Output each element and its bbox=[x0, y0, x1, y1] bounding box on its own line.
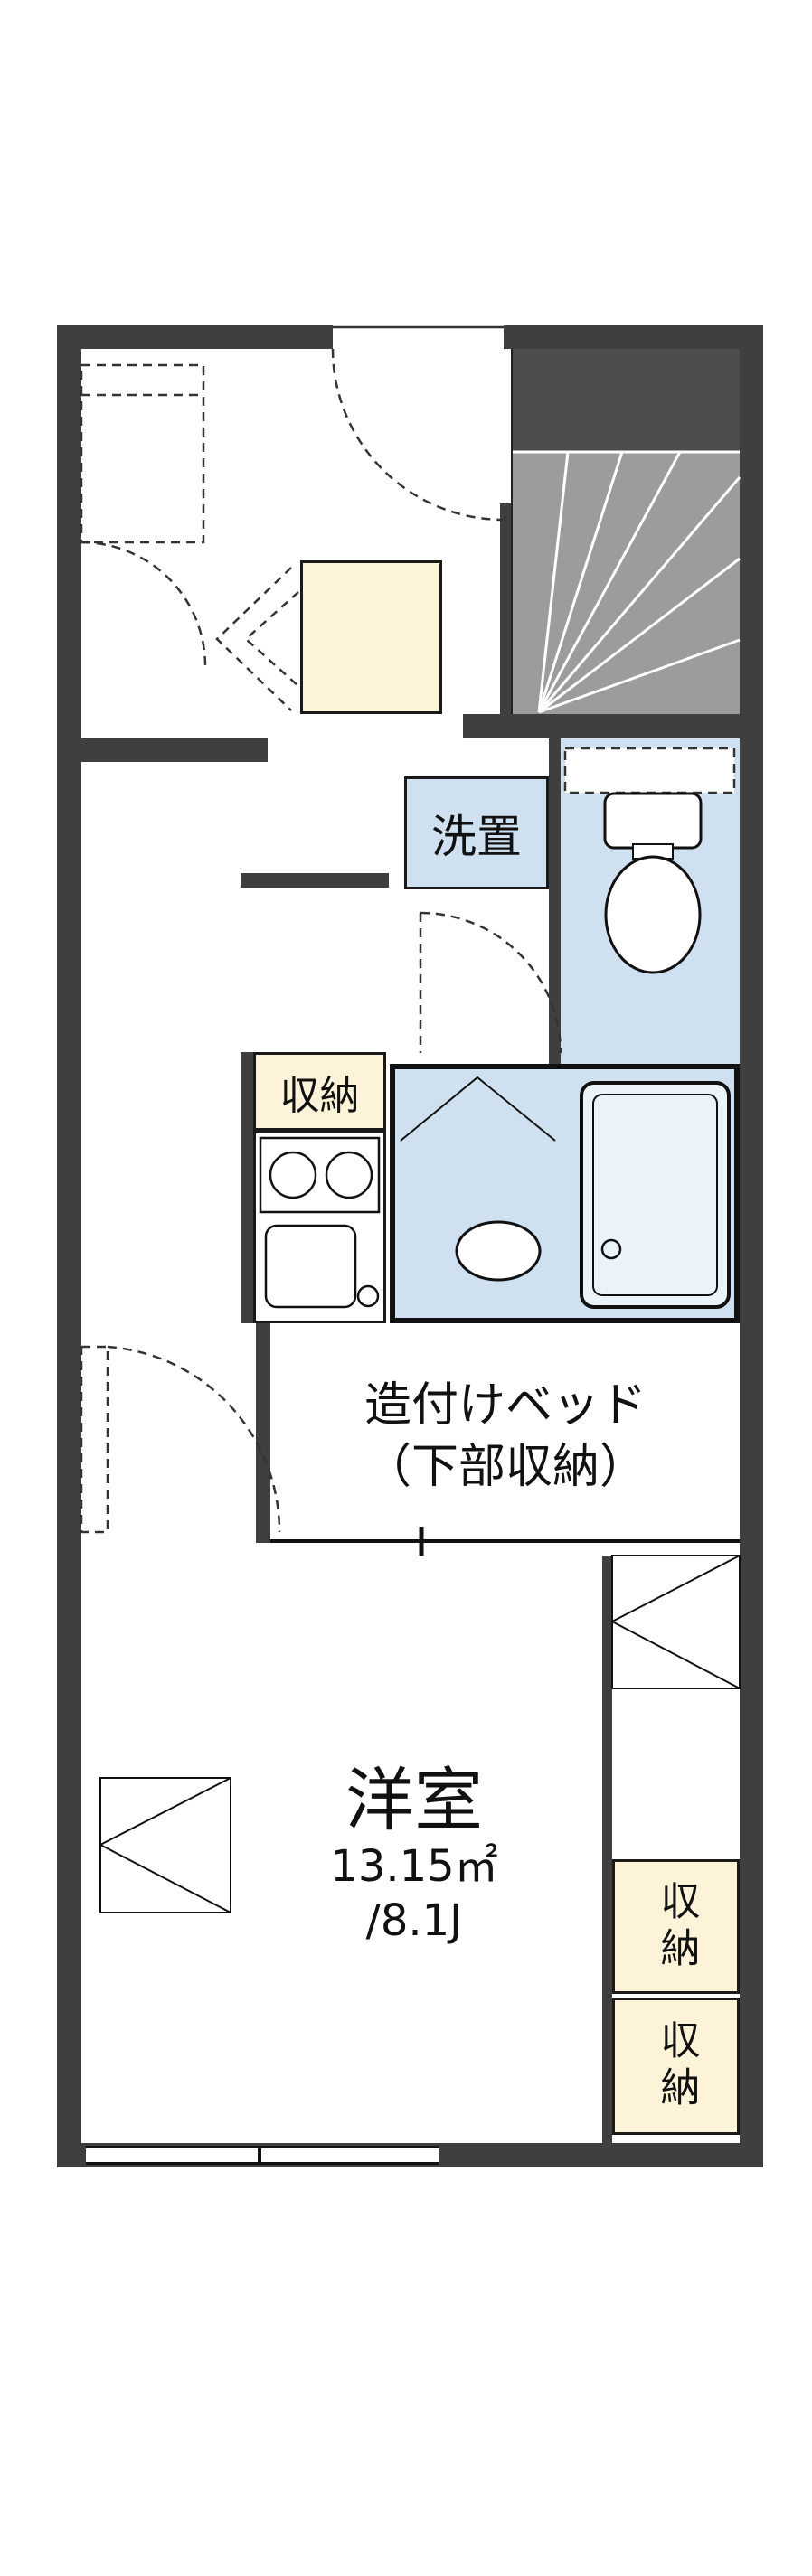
closet-door-swing-arc bbox=[80, 541, 207, 667]
wall-bed-left bbox=[256, 1323, 270, 1543]
closet-lower-label: 収納 bbox=[653, 2019, 700, 2113]
wall-top-left bbox=[57, 325, 333, 349]
wall-mid-corridor bbox=[241, 873, 389, 888]
western-room-label: 洋室 bbox=[345, 1760, 483, 1840]
wall-toilet-left bbox=[549, 738, 561, 1064]
wall-kitchen-left bbox=[241, 1052, 253, 1323]
sink-icon bbox=[264, 1224, 380, 1309]
wall-top-right bbox=[504, 325, 763, 349]
window-bottom bbox=[86, 2146, 439, 2165]
staircase-upper-landing bbox=[512, 349, 740, 452]
wall-stair-left bbox=[500, 503, 512, 714]
kitchen-storage: 収納 bbox=[253, 1052, 386, 1131]
bathroom-door-fold bbox=[400, 1076, 556, 1142]
entrance-closet-dashed bbox=[80, 363, 207, 667]
built-in-bed-area: 造付けベッド （下部収納） bbox=[279, 1340, 732, 1534]
wall-storage-column bbox=[602, 1556, 612, 2143]
western-room-area-jo: /8.1J bbox=[365, 1895, 463, 1947]
closet-upper: 収納 bbox=[612, 1859, 740, 1994]
toilet-icon bbox=[603, 792, 703, 974]
hall-door-swing-arc bbox=[419, 911, 562, 1054]
wall-right bbox=[740, 325, 763, 2167]
wall-left bbox=[57, 325, 81, 2167]
kitchen-storage-label: 収納 bbox=[279, 1072, 360, 1119]
bifold-door-icon bbox=[215, 567, 299, 711]
bed-label-line1: 造付けベッド bbox=[364, 1377, 647, 1433]
toilet-shelf-dashed bbox=[563, 747, 736, 794]
bathtub-icon bbox=[580, 1081, 731, 1309]
wall-entrance-bottom bbox=[57, 738, 268, 762]
wall-stair-bottom bbox=[463, 714, 763, 738]
entrance-door-swing-arc bbox=[331, 325, 505, 522]
western-room-area-m2: 13.15㎡ bbox=[330, 1841, 498, 1893]
counter-icon bbox=[99, 1777, 231, 1913]
washer-space-label: 洗置 bbox=[431, 810, 522, 863]
closet-upper-label: 収納 bbox=[653, 1879, 700, 1974]
bath-basin-icon bbox=[455, 1220, 542, 1282]
staircase-steps-icon bbox=[512, 450, 741, 714]
washer-space: 洗置 bbox=[404, 776, 549, 889]
western-room-label-block: 洋室 13.15㎡ /8.1J bbox=[179, 1761, 649, 1948]
open-shelf-icon bbox=[611, 1555, 741, 1689]
stove-burners-icon bbox=[259, 1136, 381, 1214]
closet-lower: 収納 bbox=[612, 1998, 740, 2135]
room-door-swing-arc bbox=[80, 1345, 281, 1534]
entrance-genkan bbox=[300, 560, 442, 714]
bed-label-line2: （下部収納） bbox=[364, 1439, 647, 1494]
bed-platform-edge bbox=[270, 1527, 740, 1556]
